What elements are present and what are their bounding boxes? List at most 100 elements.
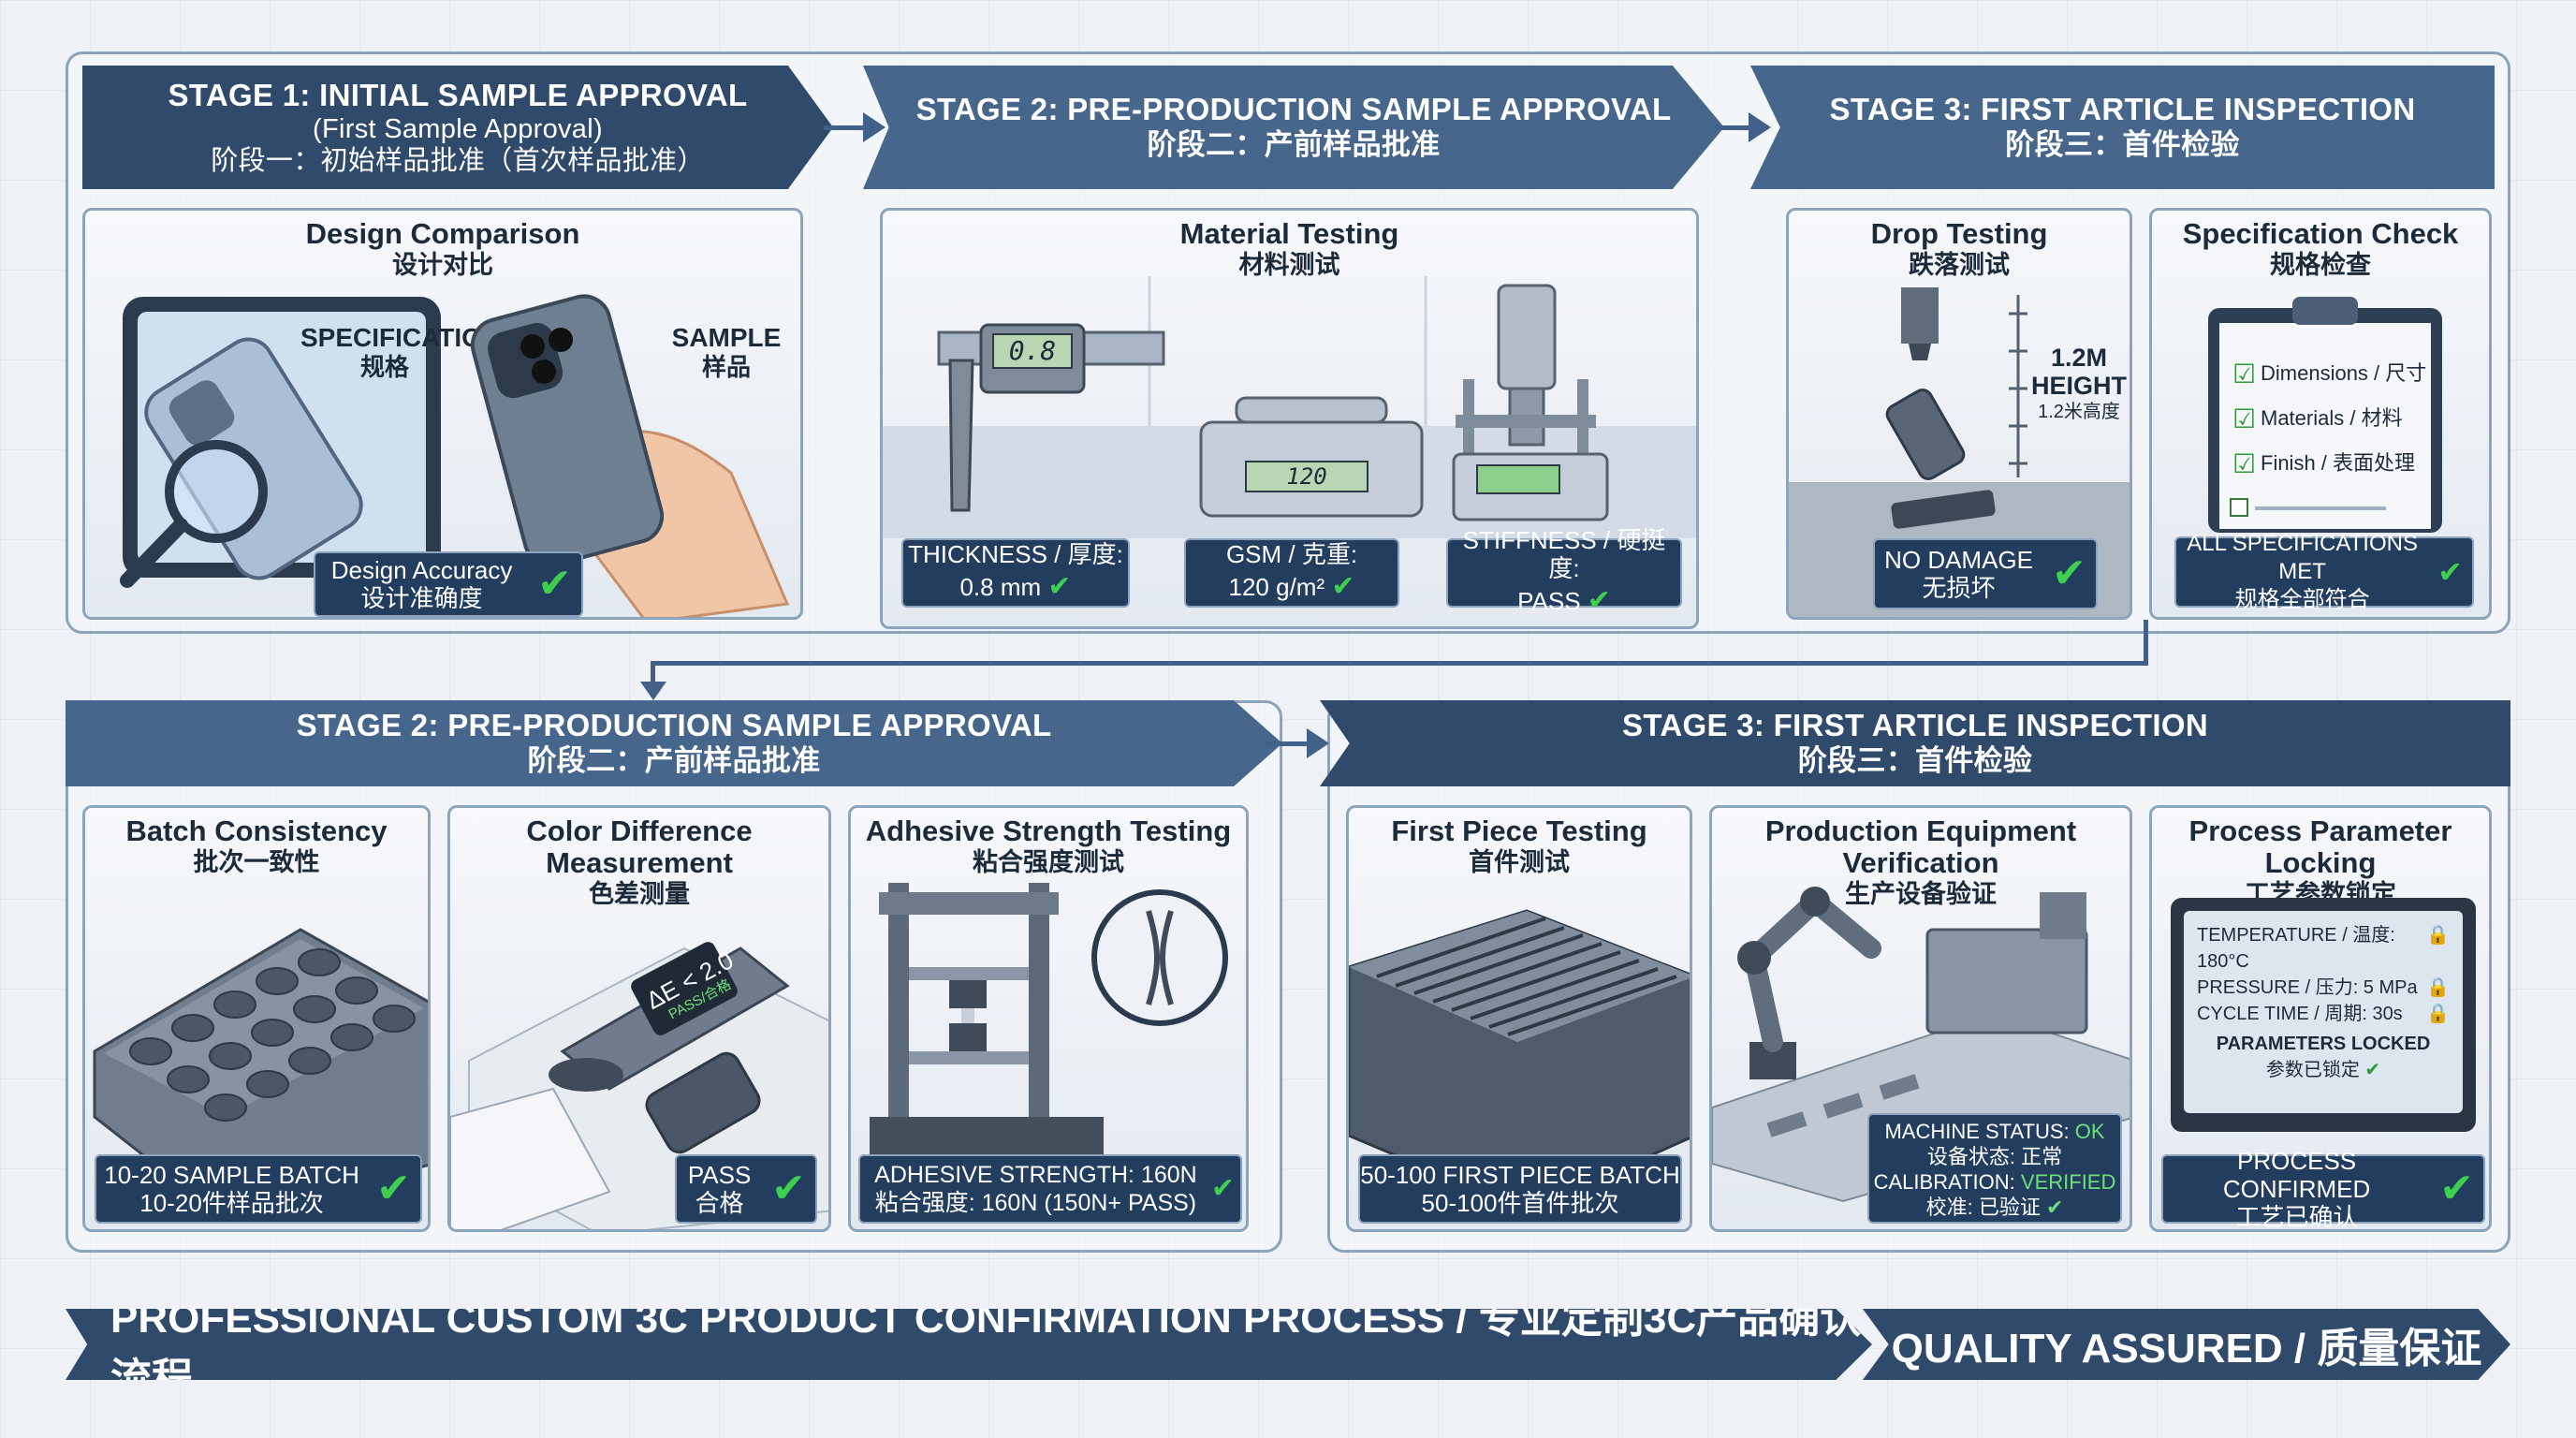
checkbox-checked-icon: ☑	[2232, 359, 2257, 389]
panel-title-zh: 跌落测试	[1909, 251, 2010, 279]
machine-status-value: OK	[2074, 1120, 2105, 1143]
parameter-row: CYCLE TIME / 周期: 30s 🔒	[2197, 1001, 2450, 1027]
stage3-title-top: STAGE 3: FIRST ARTICLE INSPECTION	[1829, 92, 2416, 126]
stage2-title-top: STAGE 2: PRE-PRODUCTION SAMPLE APPROVAL	[915, 92, 1672, 126]
panel-title: Material Testing	[1179, 217, 1399, 250]
badge-line2: 10-20件样品批次	[139, 1189, 324, 1217]
arrow-head	[863, 112, 886, 142]
checklist-item: ☑ Dimensions / 尺寸	[2232, 351, 2438, 396]
checklist-item: ☑ Finish / 表面处理	[2232, 441, 2438, 486]
check-icon: ✔	[2364, 1060, 2381, 1080]
calibration-zh: 校准: 已验证	[1925, 1196, 2041, 1219]
scale-readout: 120	[1286, 463, 1327, 490]
cycle-time-label: CYCLE TIME / 周期: 30s	[2197, 1004, 2403, 1024]
panel-title-zh: 材料测试	[1238, 251, 1340, 279]
height-value: 1.2M	[2050, 344, 2108, 372]
thickness-value: 0.8 mm	[959, 573, 1042, 601]
tensile-tester-illustration	[870, 883, 1228, 1164]
sample-label-zh: 样品	[701, 353, 751, 381]
badge-line2: 工艺已确认	[2235, 1203, 2358, 1231]
check-icon: ✔	[537, 561, 572, 607]
stage2-title-zh-top: 阶段二：产前样品批准	[1147, 128, 1441, 161]
stiffness-badge: STIFFNESS / 硬挺度: PASS ✔	[1446, 526, 1682, 616]
lock-icon: 🔒	[2426, 925, 2450, 946]
check-icon: ✔	[1331, 571, 1355, 602]
calibration-zh-line: 校准: 已验证 ✔	[1869, 1195, 2120, 1220]
machine-status-panel: MACHINE STATUS: OK 设备状态: 正常 CALIBRATION:…	[1867, 1113, 2122, 1224]
panel-title-zh: 设计对比	[392, 251, 493, 279]
footer-title: PROFESSIONAL CUSTOM 3C PRODUCT CONFIRMAT…	[110, 1296, 1862, 1401]
quality-assured-bar: QUALITY ASSURED / 质量保证	[1863, 1309, 2510, 1380]
sample-label-en: SAMPLE	[671, 323, 782, 352]
stage1-subtitle: (First Sample Approval)	[313, 114, 603, 144]
temperature-label: TEMPERATURE / 温度:	[2197, 925, 2395, 946]
check-icon: ✔	[2052, 550, 2086, 596]
check-icon: ✔	[1587, 585, 1611, 616]
design-comparison-panel: Design Comparison 设计对比 SPECIFICATION 规格 …	[82, 208, 803, 620]
spec-label: SPECIFICATION 规格	[300, 323, 502, 381]
badge-line1: ALL SPECIFICATIONS MET	[2187, 531, 2418, 584]
stage2-banner-bottom: STAGE 2: PRE-PRODUCTION SAMPLE APPROVAL …	[66, 700, 1282, 786]
checklist-item: ☑ Materials / 材料	[2232, 396, 2438, 441]
footer-title-bar: PROFESSIONAL CUSTOM 3C PRODUCT CONFIRMAT…	[66, 1309, 1872, 1380]
temperature-value: 180°C	[2197, 951, 2249, 972]
parameter-row: TEMPERATURE / 温度: 🔒	[2197, 922, 2450, 948]
thickness-badge: THICKNESS / 厚度: 0.8 mm ✔	[901, 538, 1130, 608]
checklist-label: Finish / 表面处理	[2261, 451, 2416, 475]
check-icon: ✔	[1047, 571, 1072, 602]
badge-line1: PASS	[687, 1161, 752, 1189]
quality-assured-label: QUALITY ASSURED / 质量保证	[1891, 1326, 2482, 1372]
connector-line	[2144, 620, 2148, 665]
checkbox-checked-icon: ☑	[2232, 404, 2257, 433]
checklist-label: Dimensions / 尺寸	[2261, 361, 2427, 385]
lock-icon: 🔒	[2426, 1004, 2450, 1024]
drop-height-label: 1.2M HEIGHT 1.2米高度	[2027, 344, 2130, 424]
check-icon: ✔	[376, 1166, 411, 1211]
connector-line	[651, 661, 2148, 666]
checkbox-checked-icon: ☑	[2232, 448, 2257, 478]
caliper-readout: 0.8	[1008, 335, 1057, 366]
material-testing-panel: Material Testing 材料测试 0.8 120 THICKNESS …	[880, 208, 1699, 629]
badge-line1: ADHESIVE STRENGTH: 160N	[874, 1162, 1197, 1188]
calibration-value: VERIFIED	[2020, 1170, 2116, 1194]
panel-title: Process Parameter Locking	[2188, 814, 2452, 879]
gsm-badge: GSM / 克重: 120 g/m² ✔	[1184, 538, 1399, 608]
first-piece-batch-badge: 50-100 FIRST PIECE BATCH 50-100件首件批次	[1358, 1154, 1682, 1224]
machine-status-line: MACHINE STATUS: OK	[1869, 1119, 2120, 1144]
badge-line1: NO DAMAGE	[1884, 546, 2034, 574]
batch-consistency-panel: Batch Consistency 批次一致性 10-20 SAMPLE BAT…	[82, 805, 431, 1232]
spec-label-zh: 规格	[359, 353, 409, 381]
badge-line2: 0.8 mm ✔	[903, 568, 1128, 606]
panel-title: Design Comparison	[305, 217, 580, 250]
spec-label-en: SPECIFICATION	[300, 323, 502, 352]
badge-line2: 规格全部符合	[2234, 587, 2370, 612]
badge-line2: 合格	[695, 1189, 744, 1217]
stiffness-value: PASS	[1517, 587, 1581, 615]
clipboard-icon	[2208, 297, 2442, 533]
adhesive-strength-panel: Adhesive Strength Testing 粘合强度测试 ADHESIV…	[848, 805, 1249, 1232]
check-icon: ✔	[2045, 1196, 2064, 1219]
stage2-title-bottom: STAGE 2: PRE-PRODUCTION SAMPLE APPROVAL	[296, 708, 1052, 742]
caliper-illustration	[883, 276, 1696, 538]
sample-batch-badge: 10-20 SAMPLE BATCH 10-20件样品批次 ✔	[95, 1154, 422, 1224]
parameters-locked-zh: 参数已锁定	[2265, 1060, 2360, 1080]
badge-line1: Design Accuracy	[330, 556, 513, 584]
design-accuracy-badge: Design Accuracy 设计准确度 ✔	[314, 551, 583, 617]
color-pass-badge: PASS 合格 ✔	[675, 1154, 817, 1224]
height-label: HEIGHT	[2030, 372, 2127, 400]
panel-title: Production Equipment Verification	[1764, 814, 2077, 879]
panel-title: Specification Check	[2182, 217, 2459, 250]
panel-title-zh: 粘合强度测试	[973, 848, 1124, 876]
stage1-title-zh: 阶段一：初始样品批准（首次样品批准）	[211, 146, 705, 176]
check-icon: ✔	[2439, 1166, 2474, 1211]
badge-line1: STIFFNESS / 硬挺度:	[1462, 526, 1666, 582]
badge-line1: PROCESS CONFIRMED	[2222, 1147, 2371, 1203]
stage3-banner-top: STAGE 3: FIRST ARTICLE INSPECTION 阶段三：首件…	[1750, 66, 2495, 189]
parameters-locked-label: PARAMETERS LOCKED	[2216, 1034, 2431, 1054]
badge-line2: 50-100件首件批次	[1421, 1189, 1619, 1217]
color-difference-panel: Color Difference Measurement 色差测量 ΔE < 2…	[447, 805, 831, 1232]
lock-icon: 🔒	[2426, 977, 2450, 998]
panel-title-zh: 生产设备验证	[1845, 880, 1997, 908]
stage3-banner-bottom: STAGE 3: FIRST ARTICLE INSPECTION 阶段三：首件…	[1320, 700, 2510, 786]
specification-check-panel: Specification Check 规格检查 ☑ Dimensions / …	[2149, 208, 2492, 620]
